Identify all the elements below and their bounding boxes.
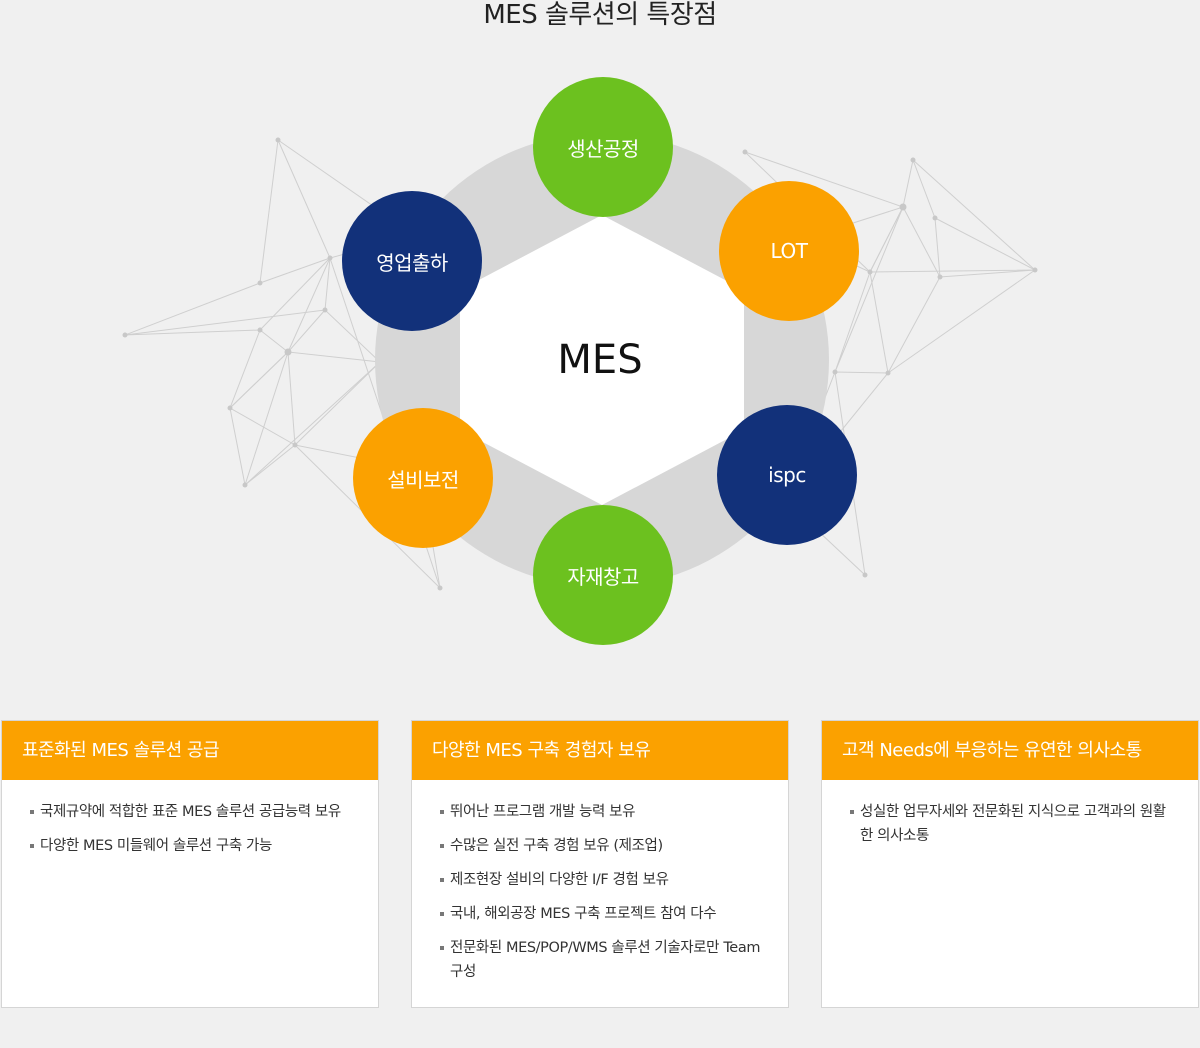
list-item-text: 다양한 MES 미들웨어 솔루션 구축 가능 (40, 838, 272, 854)
node-label: 생산공정 (567, 136, 639, 161)
list-item: 국내, 해외공장 MES 구축 프로젝트 참여 다수 (440, 902, 768, 926)
feature-card-communication: 고객 Needs에 부응하는 유연한 의사소통 성실한 업무자세와 전문화된 지… (821, 720, 1199, 1008)
node-label: ispc (768, 463, 806, 487)
card-list: 성실한 업무자세와 전문화된 지식으로 고객과의 원활한 의사소통 (822, 780, 1198, 848)
list-item: 수많은 실전 구축 경험 보유 (제조업) (440, 834, 768, 858)
list-item-text: 제조현장 설비의 다양한 I/F 경험 보유 (450, 872, 669, 888)
bullet-icon (440, 946, 444, 950)
card-title: 다양한 MES 구축 경험자 보유 (412, 721, 788, 780)
node-label: 자재창고 (567, 564, 639, 589)
list-item-text: 뛰어난 프로그램 개발 능력 보유 (450, 804, 636, 820)
bullet-icon (440, 810, 444, 814)
list-item-text: 국제규약에 적합한 표준 MES 솔루션 공급능력 보유 (40, 804, 341, 820)
list-item-text: 전문화된 MES/POP/WMS 솔루션 기술자로만 Team 구성 (450, 940, 761, 980)
list-item: 제조현장 설비의 다양한 I/F 경험 보유 (440, 868, 768, 892)
list-item: 국제규약에 적합한 표준 MES 솔루션 공급능력 보유 (30, 800, 358, 824)
card-title: 고객 Needs에 부응하는 유연한 의사소통 (822, 721, 1198, 780)
card-title: 표준화된 MES 솔루션 공급 (2, 721, 378, 780)
card-list: 국제규약에 적합한 표준 MES 솔루션 공급능력 보유 다양한 MES 미들웨… (2, 780, 378, 858)
node-label: 영업출하 (376, 250, 448, 275)
mes-diagram: MES 생산공정 LOT ispc 자재창고 설비보전 영업출하 (122, 77, 1038, 645)
bullet-icon (440, 844, 444, 848)
center-mes-label: MES (557, 337, 643, 383)
bullet-icon (30, 844, 34, 848)
node-label: LOT (770, 239, 808, 263)
page-title: MES 솔루션의 특장점 (483, 0, 717, 30)
list-item-text: 성실한 업무자세와 전문화된 지식으로 고객과의 원활한 의사소통 (860, 804, 1166, 844)
list-item: 성실한 업무자세와 전문화된 지식으로 고객과의 원활한 의사소통 (850, 800, 1178, 848)
node-material-warehouse: 자재창고 (533, 505, 673, 645)
card-list: 뛰어난 프로그램 개발 능력 보유 수많은 실전 구축 경험 보유 (제조업) … (412, 780, 788, 984)
node-label: 설비보전 (387, 467, 459, 492)
list-item: 뛰어난 프로그램 개발 능력 보유 (440, 800, 768, 824)
feature-card-experience: 다양한 MES 구축 경험자 보유 뛰어난 프로그램 개발 능력 보유 수많은 … (411, 720, 789, 1008)
list-item: 다양한 MES 미들웨어 솔루션 구축 가능 (30, 834, 358, 858)
feature-card-standard: 표준화된 MES 솔루션 공급 국제규약에 적합한 표준 MES 솔루션 공급능… (1, 720, 379, 1008)
node-ispc: ispc (717, 405, 857, 545)
bullet-icon (440, 878, 444, 882)
bullet-icon (30, 810, 34, 814)
bullet-icon (850, 810, 854, 814)
list-item-text: 국내, 해외공장 MES 구축 프로젝트 참여 다수 (450, 906, 717, 922)
bullet-icon (440, 912, 444, 916)
list-item: 전문화된 MES/POP/WMS 솔루션 기술자로만 Team 구성 (440, 936, 768, 984)
list-item-text: 수많은 실전 구축 경험 보유 (제조업) (450, 838, 663, 854)
node-sales-shipping: 영업출하 (342, 191, 482, 331)
node-lot: LOT (719, 181, 859, 321)
node-equipment-maintenance: 설비보전 (353, 408, 493, 548)
node-production-process: 생산공정 (533, 77, 673, 217)
